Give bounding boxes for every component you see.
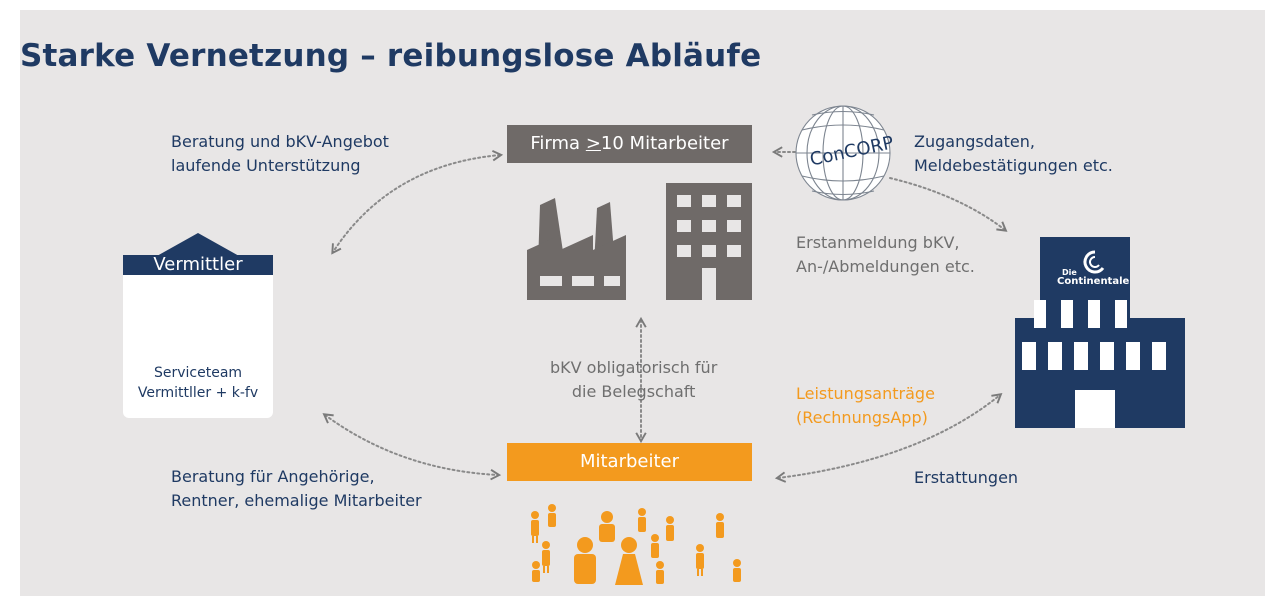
arrow-firma-vermittler xyxy=(331,150,504,255)
serviceteam-label: Serviceteam Vermittller + k-fv xyxy=(137,365,259,401)
factory-icon xyxy=(527,198,626,300)
arrow-concorp-continentale xyxy=(889,177,1008,232)
leistungsantraege-text: Leistungsanträge(RechnungsApp) xyxy=(796,384,935,427)
mitarbeiter-box: Mitarbeiter xyxy=(507,443,752,481)
vermittler-house xyxy=(123,275,273,418)
beratung-angehoerige-text: Beratung für Angehörige,Rentner, ehemali… xyxy=(171,467,422,510)
house-roof-icon xyxy=(123,233,273,275)
globe-icon xyxy=(795,105,891,201)
vermittler-label: Vermittler xyxy=(153,254,243,275)
zugangsdaten-text: Zugangsdaten,Meldebestätigungen etc. xyxy=(914,132,1113,175)
arrow-mitarbeiter-continentale xyxy=(774,393,1003,483)
office-building-icon xyxy=(666,183,752,300)
page-title: Starke Vernetzung – reibungslose Abläufe xyxy=(20,38,762,74)
firma-box: Firma >10 Mitarbeiter xyxy=(507,125,752,163)
continentale-logo-small: Die xyxy=(1062,268,1077,277)
erstanmeldung-text: Erstanmeldung bKV,An-/Abmeldungen etc. xyxy=(796,233,975,276)
continentale-building-icon xyxy=(1015,237,1185,428)
continentale-logo-text: Continentale xyxy=(1057,276,1130,287)
arrow-vermittler-mitarbeiter xyxy=(322,413,502,481)
crowd-icon xyxy=(531,504,741,585)
erstattungen-text: Erstattungen xyxy=(914,468,1019,487)
